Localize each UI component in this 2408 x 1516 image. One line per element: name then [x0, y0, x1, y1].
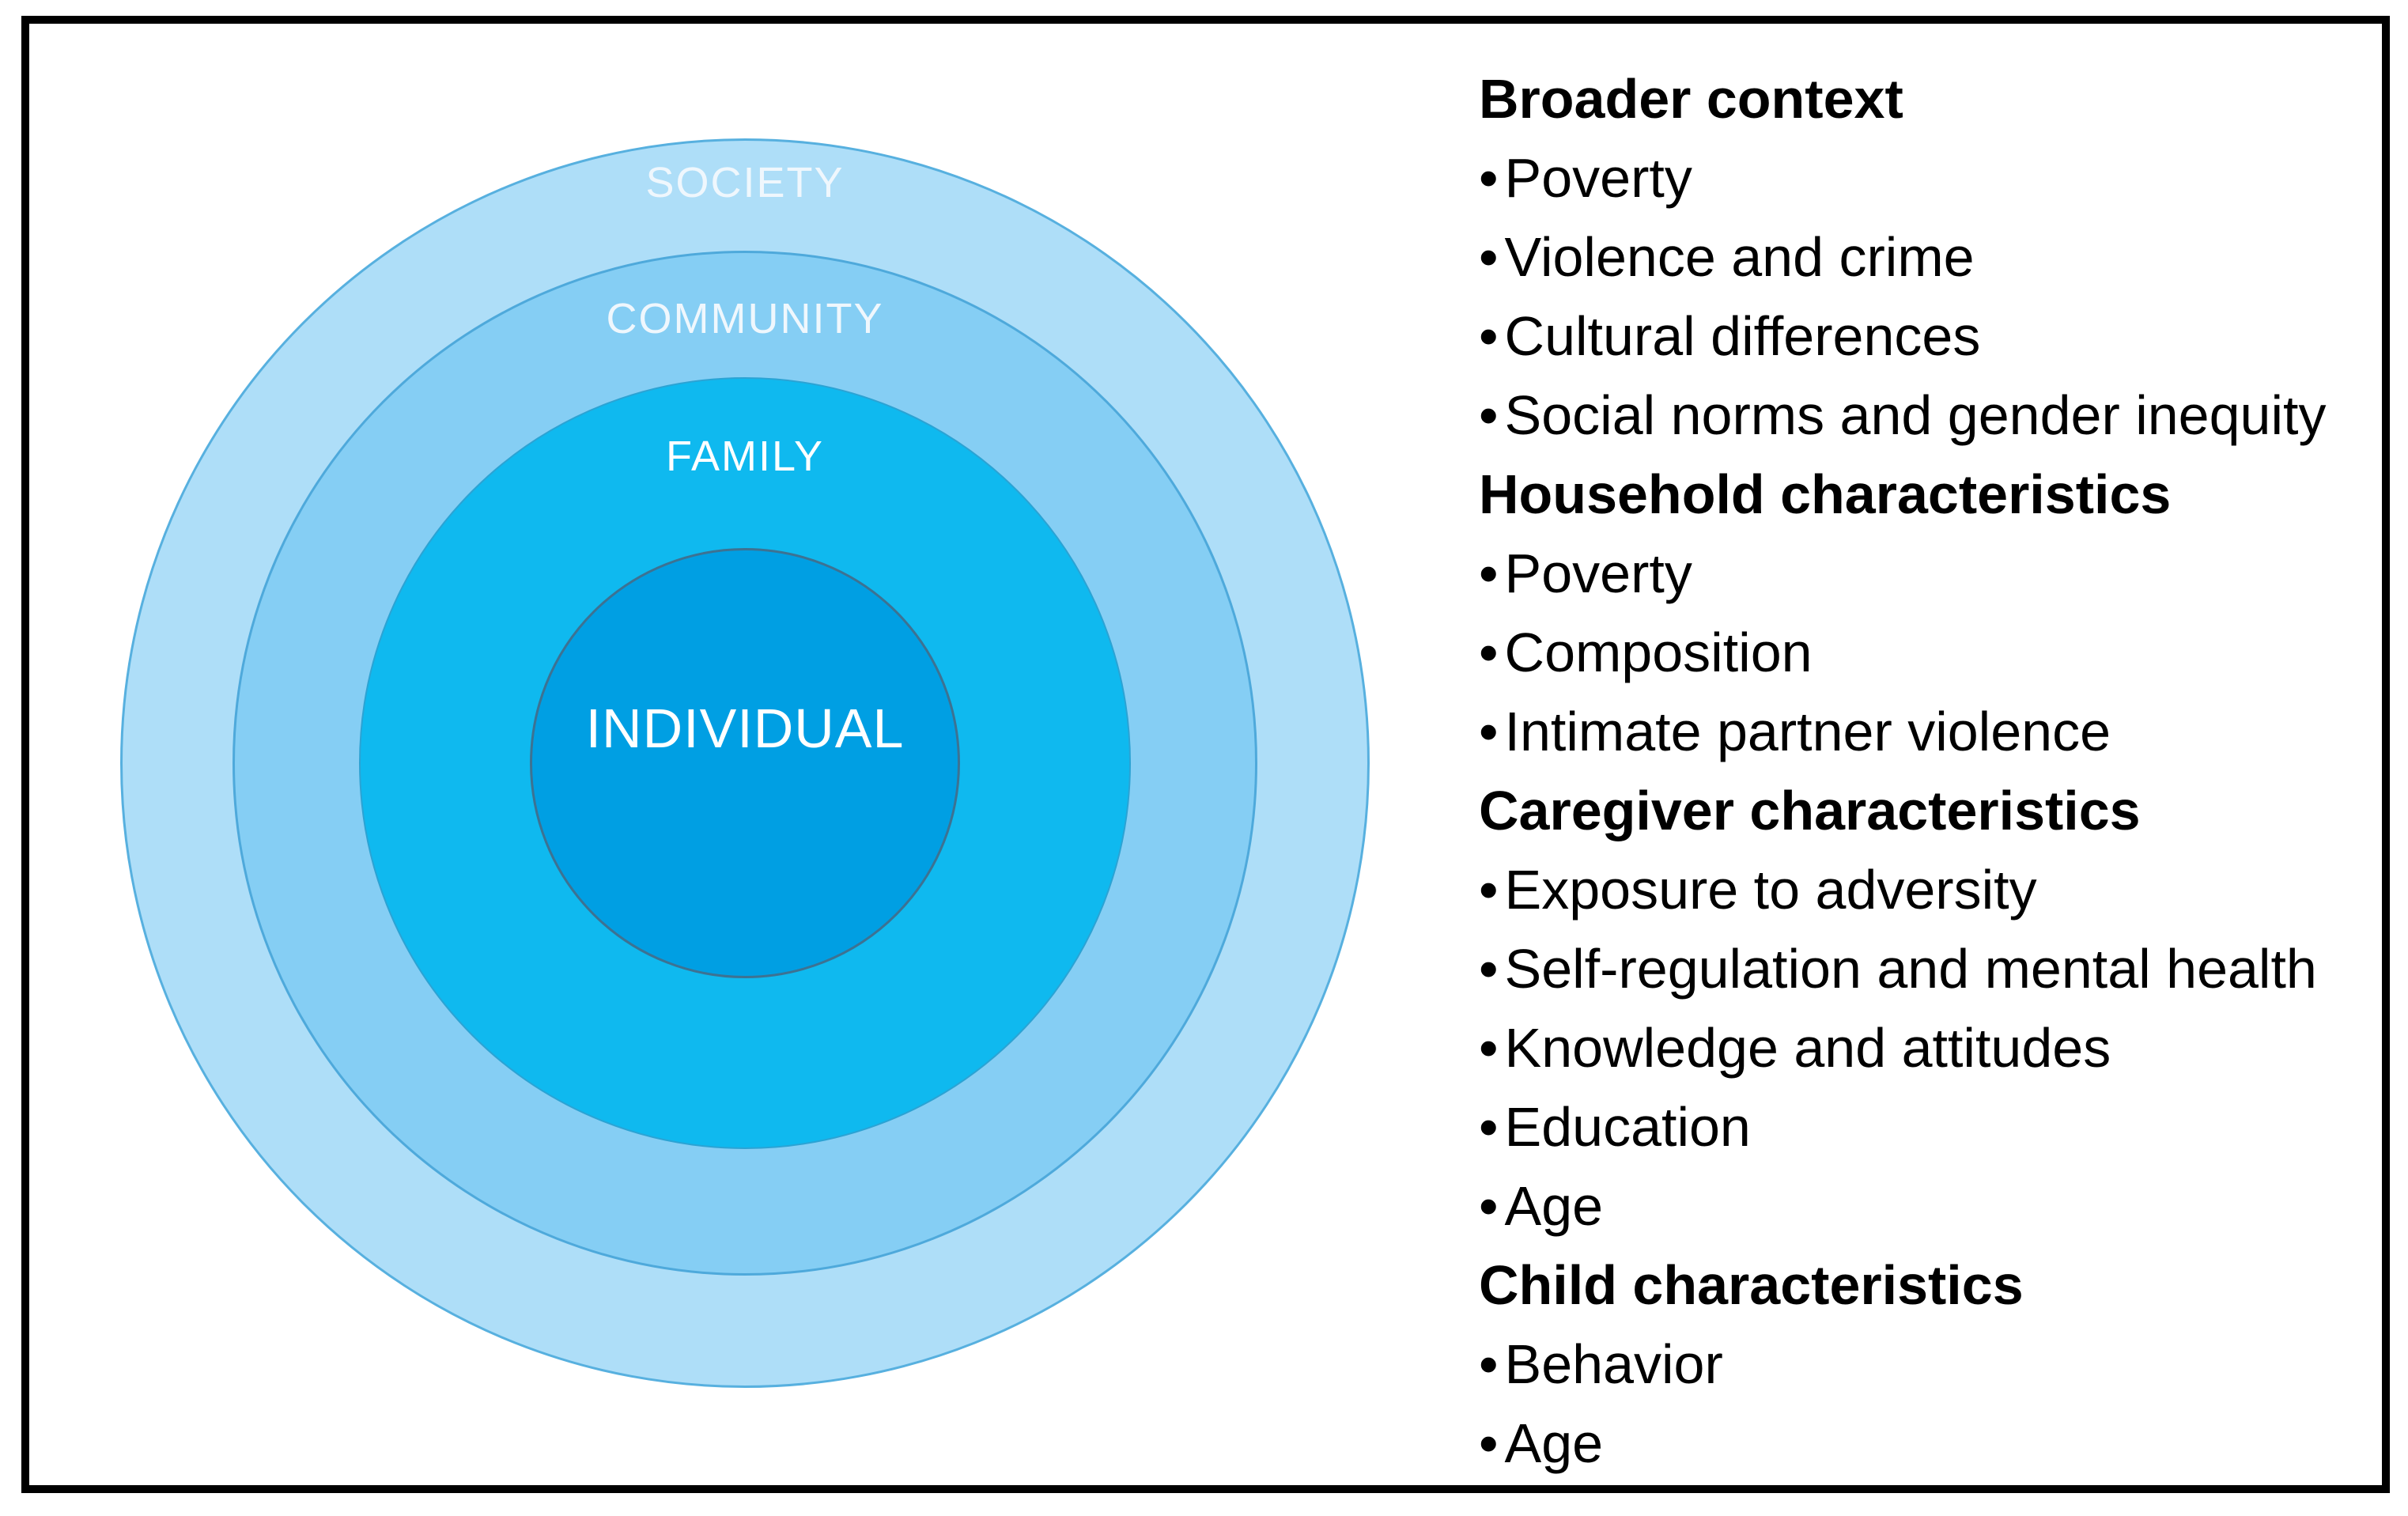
community-label: COMMUNITY [606, 295, 884, 342]
list-item-text: Poverty [1504, 543, 1692, 604]
bullet-icon: • [1479, 1017, 1499, 1079]
list-item: • Exposure to adversity [1479, 850, 2408, 929]
list-item: • Age [1479, 1166, 2408, 1246]
bullet-icon: • [1479, 147, 1499, 209]
list-item-text: Education [1504, 1096, 1751, 1158]
list-item: • Cultural differences [1479, 297, 2408, 376]
section-title: Broader context [1479, 59, 2408, 138]
list-item-text: Age [1504, 1412, 1604, 1474]
list-item-text: Intimate partner violence [1504, 701, 2111, 762]
bullet-icon: • [1479, 1175, 1499, 1237]
list-item: • Self-regulation and mental health [1479, 929, 2408, 1008]
list-item-text: Self-regulation and mental health [1504, 938, 2317, 1000]
list-item: • Poverty [1479, 534, 2408, 613]
bullet-icon: • [1479, 622, 1499, 683]
society-label: SOCIETY [645, 159, 845, 206]
list-item: • Social norms and gender inequity [1479, 376, 2408, 455]
bullet-icon: • [1479, 543, 1499, 604]
list-item: • Composition [1479, 613, 2408, 692]
section-title-text: Child characteristics [1479, 1254, 2024, 1316]
individual-label: INDIVIDUAL [585, 698, 905, 759]
bullet-icon: • [1479, 384, 1499, 446]
bullet-icon: • [1479, 1333, 1499, 1395]
bullet-icon: • [1479, 938, 1499, 1000]
bullet-icon: • [1479, 226, 1499, 288]
list-item: • Age [1479, 1404, 2408, 1483]
figure-frame: SOCIETY COMMUNITY FAMILY INDIVIDUAL Broa… [21, 16, 2390, 1493]
list-item-text: Knowledge and attitudes [1504, 1017, 2111, 1079]
list-item: • Intimate partner violence [1479, 692, 2408, 771]
risk-factor-list: Broader context • Poverty • Violence and… [1479, 59, 2408, 1483]
bullet-icon: • [1479, 1412, 1499, 1474]
list-item-text: Behavior [1504, 1333, 1723, 1395]
list-item-text: Cultural differences [1504, 305, 1981, 367]
family-label: FAMILY [665, 433, 825, 480]
bullet-icon: • [1479, 701, 1499, 762]
bullet-icon: • [1479, 1096, 1499, 1158]
list-item-text: Age [1504, 1175, 1604, 1237]
list-item-text: Social norms and gender inequity [1504, 384, 2327, 446]
bullet-icon: • [1479, 305, 1499, 367]
bullet-icon: • [1479, 859, 1499, 921]
section-title: Household characteristics [1479, 455, 2408, 534]
individual-circle [530, 548, 960, 978]
list-item-text: Composition [1504, 622, 1813, 683]
list-item-text: Poverty [1504, 147, 1692, 209]
list-item: • Violence and crime [1479, 217, 2408, 297]
section-title-text: Household characteristics [1479, 463, 2172, 525]
list-item: • Behavior [1479, 1325, 2408, 1404]
section-title: Child characteristics [1479, 1246, 2408, 1325]
list-item: • Knowledge and attitudes [1479, 1008, 2408, 1087]
list-item-text: Exposure to adversity [1504, 859, 2037, 921]
section-title-text: Broader context [1479, 68, 1903, 130]
section-title-text: Caregiver characteristics [1479, 780, 2141, 841]
section-title: Caregiver characteristics [1479, 771, 2408, 850]
list-item-text: Violence and crime [1504, 226, 1975, 288]
list-item: • Education [1479, 1087, 2408, 1166]
list-item: • Poverty [1479, 138, 2408, 217]
